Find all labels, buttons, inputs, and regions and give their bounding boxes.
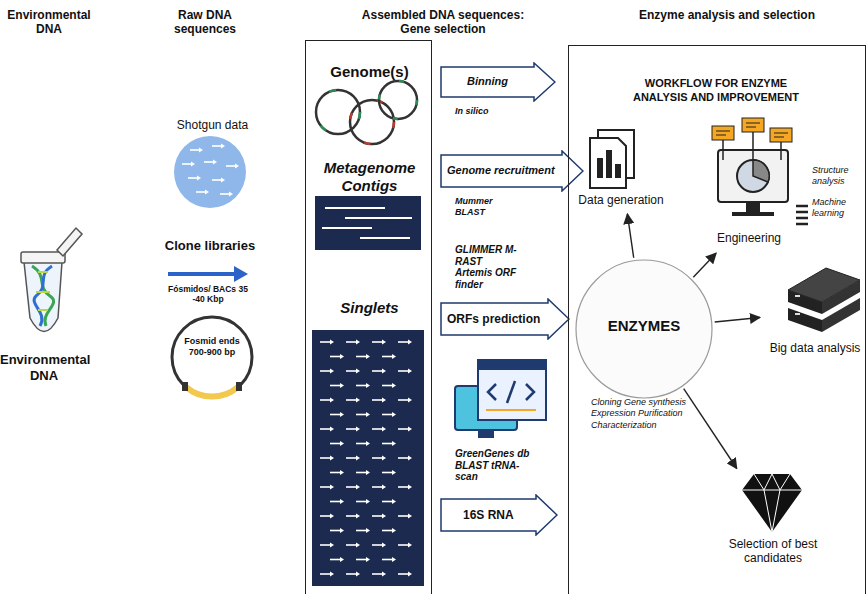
text-label: Mummer BLAST	[455, 196, 507, 218]
singlet-block	[312, 330, 424, 586]
block-arrow: Binning	[440, 62, 556, 102]
tube-icon	[21, 228, 82, 332]
diamond-icon	[742, 474, 802, 532]
document-icon	[590, 130, 634, 188]
engineering-icon	[712, 118, 808, 224]
shotgun-circle	[174, 136, 246, 208]
node-text: Binning	[467, 75, 508, 88]
text-label: Shotgun data	[160, 118, 265, 132]
block-arrow: ORFs prediction	[440, 298, 570, 340]
node-text: Selection of best candidates	[713, 537, 833, 566]
read-arrows	[182, 144, 239, 197]
column-panel: Genome(s) Metagenome ContigsSinglets	[305, 40, 432, 594]
connector-arrow	[693, 253, 716, 277]
text-label: Fósmidos/ BACs 35 -40 Kbp	[168, 284, 248, 304]
node-text: Metagenome Contigs	[306, 159, 433, 195]
node-text: WORKFLOW FOR ENZYME ANALYSIS AND IMPROVE…	[631, 76, 801, 105]
connector-arrow	[715, 317, 760, 322]
enzyme-circle: ENZYMESCloning Gene synthesis Expression…	[575, 259, 713, 399]
node-text: Singlets	[306, 299, 433, 317]
database-icon	[788, 268, 860, 332]
node-text: ENZYMES	[575, 317, 713, 335]
connector-arrow	[684, 389, 737, 469]
icon-node: Big data analysis	[763, 263, 867, 361]
node-text: Big data analysis	[763, 341, 867, 355]
text-label: Enzyme analysis and selection	[592, 8, 862, 22]
text-label: GreenGenes db BLAST tRNA-scan	[455, 448, 535, 483]
icon-node: Data generation	[573, 129, 669, 211]
clone-arrow	[168, 266, 248, 282]
block-arrow: Genome recruitment	[440, 150, 584, 192]
text-label: Clone libraries	[150, 238, 270, 254]
block-arrow: 16S RNA	[440, 494, 558, 536]
node-text: Structure analysis	[812, 165, 864, 187]
contig-block	[315, 196, 421, 250]
text-label: Fosmid ends 700-900 bp	[180, 336, 244, 358]
node-text: 16S RNA	[463, 508, 514, 522]
node-text: Cloning Gene synthesis Expression Purifi…	[591, 397, 691, 431]
node-text: Genome recruitment	[447, 164, 555, 177]
code-icon	[455, 360, 546, 438]
node-text: Genome(s)	[306, 63, 433, 81]
connector-arrow	[627, 214, 633, 258]
icon-node: Engineering Structure analysisMachine lea…	[696, 119, 866, 251]
text-label: GLIMMER M-RAST Artemis ORF finder	[455, 244, 519, 290]
text-label: Environmental DNA	[4, 8, 94, 37]
node-text: Machine learning	[812, 197, 864, 219]
node-text: ORFs prediction	[447, 312, 540, 326]
read-arrows	[320, 340, 412, 577]
fosmid-vector	[172, 317, 252, 397]
text-label: Assembled DNA sequences: Gene selection	[348, 8, 538, 37]
icon-node: Selection of best candidates	[713, 471, 833, 575]
text-label: In silico	[455, 106, 525, 117]
node-text: Engineering	[704, 231, 794, 245]
workflow-panel: WORKFLOW FOR ENZYME ANALYSIS AND IMPROVE…	[568, 45, 866, 594]
genome-circles	[316, 81, 417, 144]
node-text: Data generation	[573, 193, 669, 207]
text-label: Raw DNA sequences	[150, 8, 260, 37]
text-label: Environmental DNA	[0, 352, 88, 383]
